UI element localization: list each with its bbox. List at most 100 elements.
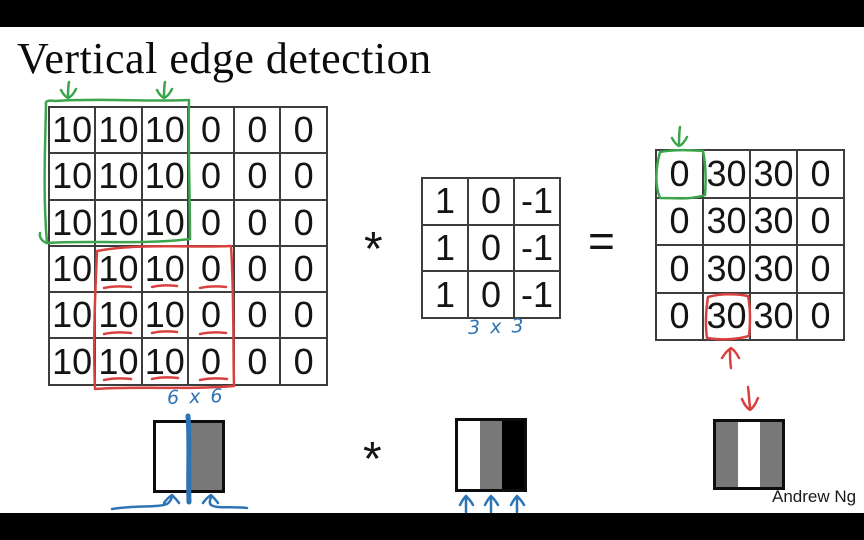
matrix-cell: 0 (186, 198, 236, 247)
matrix-cell: 10 (48, 106, 97, 155)
blue-arrow-up-1-icon (458, 494, 475, 514)
matrix-cell: 30 (749, 244, 798, 294)
matrix-cell: 0 (467, 177, 515, 226)
matrix-cell: 0 (186, 337, 236, 386)
stripe (502, 421, 524, 489)
matrix-cell: 10 (94, 291, 143, 340)
input-dimension-label: 6 x 6 (166, 385, 225, 409)
matrix-cell: 0 (186, 152, 236, 201)
convolution-operator: * (364, 223, 383, 276)
matrix-cell: 0 (279, 152, 328, 201)
matrix-cell: 10 (140, 106, 189, 155)
matrix-cell: 10 (94, 244, 143, 294)
blue-arrow-up-right-icon (201, 493, 249, 510)
matrix-cell: 10 (94, 152, 143, 201)
matrix-cell: 30 (749, 196, 798, 246)
matrix-cell: 0 (655, 196, 704, 246)
matrix-cell: 10 (48, 152, 97, 201)
filter-image-preview (455, 418, 527, 492)
author-credit: Andrew Ng (772, 487, 857, 506)
matrix-cell: 10 (94, 337, 143, 386)
matrix-cell: 10 (140, 291, 189, 340)
matrix-cell: 0 (796, 291, 845, 341)
matrix-cell: 10 (48, 337, 97, 386)
stripe (716, 422, 738, 487)
green-arrow-down-2-icon (155, 80, 174, 100)
matrix-cell: 0 (233, 106, 282, 155)
matrix-cell: 30 (749, 149, 798, 199)
blue-arrow-up-2-icon (483, 494, 500, 514)
matrix-cell: 1 (421, 270, 469, 320)
page-title: Vertical edge detection (17, 34, 432, 83)
matrix-cell: 0 (186, 291, 236, 340)
matrix-cell: 30 (702, 291, 751, 341)
matrix-cell: 30 (702, 149, 751, 199)
matrix-cell: -1 (513, 177, 561, 226)
matrix-cell: 10 (140, 152, 189, 201)
matrix-cell: 0 (655, 149, 704, 199)
green-arrow-down-1-icon (59, 80, 78, 100)
matrix-cell: 10 (94, 106, 143, 155)
stripe (480, 421, 502, 489)
matrix-cell: 0 (233, 291, 282, 340)
blue-arrow-up-3-icon (509, 494, 526, 514)
matrix-cell: 10 (94, 198, 143, 247)
matrix-cell: 0 (279, 291, 328, 340)
matrix-cell: 0 (796, 149, 845, 199)
matrix-cell: 30 (702, 196, 751, 246)
matrix-cell: 10 (48, 291, 97, 340)
matrix-cell: 0 (467, 270, 515, 320)
green-arrow-down-output-icon (670, 125, 689, 148)
matrix-cell: 10 (48, 244, 97, 294)
matrix-cell: 0 (279, 244, 328, 294)
matrix-cell: 0 (233, 337, 282, 386)
matrix-cell: 30 (702, 244, 751, 294)
matrix-cell: 10 (140, 244, 189, 294)
matrix-cell: 1 (421, 223, 469, 273)
filter-dimension-label: 3 x 3 (467, 315, 526, 339)
stripe (156, 423, 189, 490)
convolution-operator-bottom: * (363, 433, 382, 486)
matrix-cell: 0 (186, 106, 236, 155)
equals-sign: = (588, 215, 615, 267)
red-arrow-down-icon (740, 385, 760, 412)
stripe (189, 423, 222, 490)
matrix-cell: 0 (279, 106, 328, 155)
matrix-cell: 0 (233, 244, 282, 294)
matrix-cell: 30 (749, 291, 798, 341)
matrix-cell: 10 (140, 198, 189, 247)
matrix-cell: 0 (655, 244, 704, 294)
red-arrow-up-icon (720, 346, 741, 370)
matrix-cell: 0 (186, 244, 236, 294)
matrix-cell: 0 (655, 291, 704, 341)
matrix-cell: 10 (48, 198, 97, 247)
letterbox-bottom (0, 513, 864, 540)
matrix-cell: 10 (140, 337, 189, 386)
matrix-cell: -1 (513, 223, 561, 273)
green-box-hook (38, 231, 49, 245)
matrix-cell: 0 (233, 152, 282, 201)
letterbox-top (0, 0, 864, 27)
matrix-cell: -1 (513, 270, 561, 320)
stripe (458, 421, 480, 489)
matrix-cell: 0 (233, 198, 282, 247)
blue-arrow-up-left-icon (110, 493, 181, 511)
input-image-preview (153, 420, 225, 493)
matrix-cell: 0 (279, 198, 328, 247)
matrix-cell: 0 (467, 223, 515, 273)
matrix-cell: 1 (421, 177, 469, 226)
stripe (738, 422, 760, 487)
